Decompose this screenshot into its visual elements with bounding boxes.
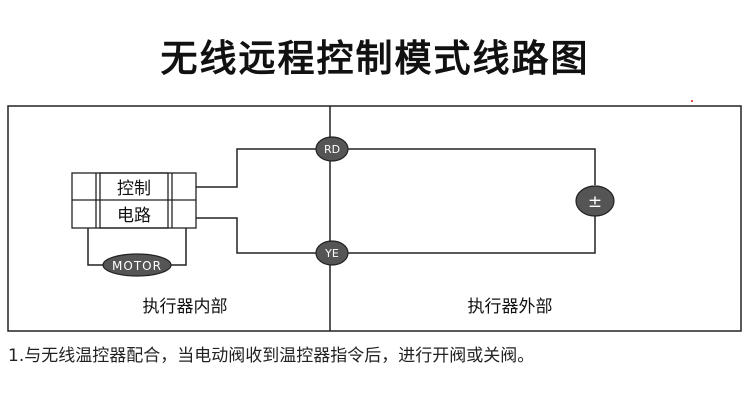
region-label-inside: 执行器内部 [143,297,228,317]
motor-label: MOTOR [112,259,162,273]
wire-motor-loop [87,228,104,266]
region-label-outside: 执行器外部 [468,297,553,317]
motor-symbol: MOTOR [102,253,172,277]
wire-rd-inner [196,148,316,188]
controller-label-1: 控制 [117,179,151,199]
diagram-frame [7,105,742,332]
terminal-ye-label: YE [324,247,339,260]
caption-note: 1.与无线温控器配合，当电动阀收到温控器指令后，进行开阀或关阀。 [8,346,535,366]
wire-motor-loop-right [170,228,187,266]
wire-rd-outer [348,148,596,185]
power-symbol-label: ± [588,192,602,212]
terminal-ye: YE [315,240,349,266]
red-dot-mark [691,100,693,102]
terminal-rd: RD [315,136,349,162]
controller-label-2: 电路 [117,206,151,226]
diagram-title: 无线远程控制模式线路图 [160,37,590,80]
terminal-rd-label: RD [324,143,340,156]
wire-ye-outer [348,216,596,254]
controller-block: 控制 电路 [71,172,197,229]
wire-ye-inner [196,217,316,254]
power-source-symbol: ± [575,185,615,217]
